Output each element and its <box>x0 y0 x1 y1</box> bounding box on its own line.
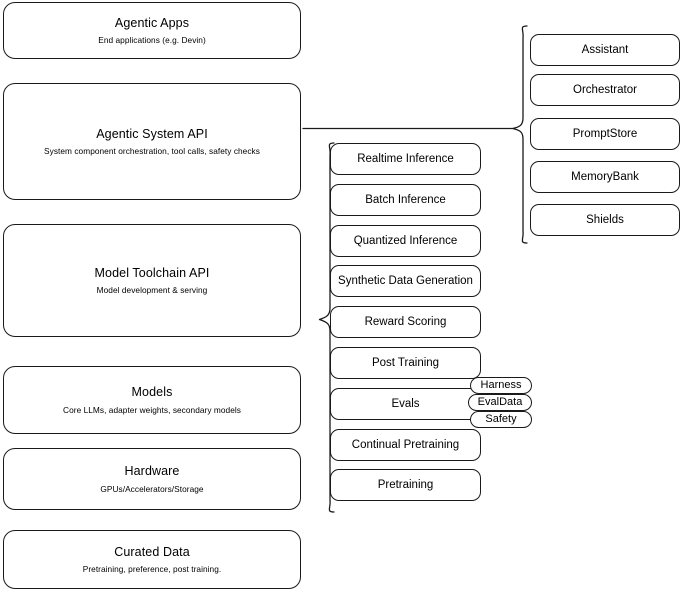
badge-label: Harness <box>480 379 522 391</box>
component-label: PromptStore <box>572 127 638 140</box>
capability-synthetic-data-generation[interactable]: Synthetic Data Generation <box>330 265 481 297</box>
capability-label: Realtime Inference <box>357 152 454 165</box>
brace-system-components <box>511 25 528 244</box>
component-shields[interactable]: Shields <box>530 204 680 236</box>
capability-label: Continual Pretraining <box>351 438 460 451</box>
layer-subtitle: End applications (e.g. Devin) <box>98 35 206 46</box>
capability-reward-scoring[interactable]: Reward Scoring <box>330 306 481 338</box>
layer-agentic-apps[interactable]: Agentic Apps End applications (e.g. Devi… <box>3 2 301 59</box>
badge-label: Safety <box>485 413 517 425</box>
component-label: Orchestrator <box>573 83 637 96</box>
layer-title: Models <box>131 385 173 399</box>
component-orchestrator[interactable]: Orchestrator <box>530 74 680 106</box>
component-assistant[interactable]: Assistant <box>530 34 680 66</box>
capability-evals[interactable]: Evals <box>330 388 481 420</box>
capability-label: Batch Inference <box>365 193 446 206</box>
badge-label: EvalData <box>477 396 523 408</box>
component-memorybank[interactable]: MemoryBank <box>530 161 680 193</box>
badge-safety[interactable]: Safety <box>470 411 532 428</box>
layer-model-toolchain-api[interactable]: Model Toolchain API Model development & … <box>3 224 301 337</box>
component-label: MemoryBank <box>571 170 639 183</box>
layer-subtitle: Model development & serving <box>96 285 208 296</box>
layer-subtitle: Pretraining, preference, post training. <box>82 564 222 575</box>
layer-title: Agentic System API <box>96 126 208 141</box>
badge-harness[interactable]: Harness <box>470 377 532 394</box>
layer-models[interactable]: Models Core LLMs, adapter weights, secon… <box>3 366 301 434</box>
layer-title: Model Toolchain API <box>94 265 210 280</box>
capability-label: Post Training <box>371 356 440 369</box>
layer-title: Hardware <box>124 464 180 478</box>
capability-label: Reward Scoring <box>364 315 447 328</box>
capability-pretraining[interactable]: Pretraining <box>330 469 481 501</box>
component-promptstore[interactable]: PromptStore <box>530 118 680 150</box>
capability-realtime-inference[interactable]: Realtime Inference <box>330 143 481 175</box>
component-label: Assistant <box>581 43 629 56</box>
badge-evaldata[interactable]: EvalData <box>468 394 532 411</box>
layer-agentic-system-api[interactable]: Agentic System API System component orch… <box>3 83 301 200</box>
capability-quantized-inference[interactable]: Quantized Inference <box>330 225 481 257</box>
capability-post-training[interactable]: Post Training <box>330 347 481 379</box>
capability-label: Quantized Inference <box>353 234 458 247</box>
layer-hardware[interactable]: Hardware GPUs/Accelerators/Storage <box>3 448 301 510</box>
component-label: Shields <box>586 213 624 226</box>
layer-title: Agentic Apps <box>114 15 190 30</box>
layer-subtitle: System component orchestration, tool cal… <box>44 146 260 157</box>
capability-label: Evals <box>391 397 420 410</box>
layer-subtitle: GPUs/Accelerators/Storage <box>100 483 204 494</box>
capability-label: Pretraining <box>377 478 434 491</box>
capability-batch-inference[interactable]: Batch Inference <box>330 184 481 216</box>
layer-title: Curated Data <box>114 544 190 559</box>
capability-continual-pretraining[interactable]: Continual Pretraining <box>330 429 481 461</box>
layer-subtitle: Core LLMs, adapter weights, secondary mo… <box>63 404 241 415</box>
capability-label: Synthetic Data Generation <box>338 274 473 287</box>
layer-curated-data[interactable]: Curated Data Pretraining, preference, po… <box>3 530 301 589</box>
